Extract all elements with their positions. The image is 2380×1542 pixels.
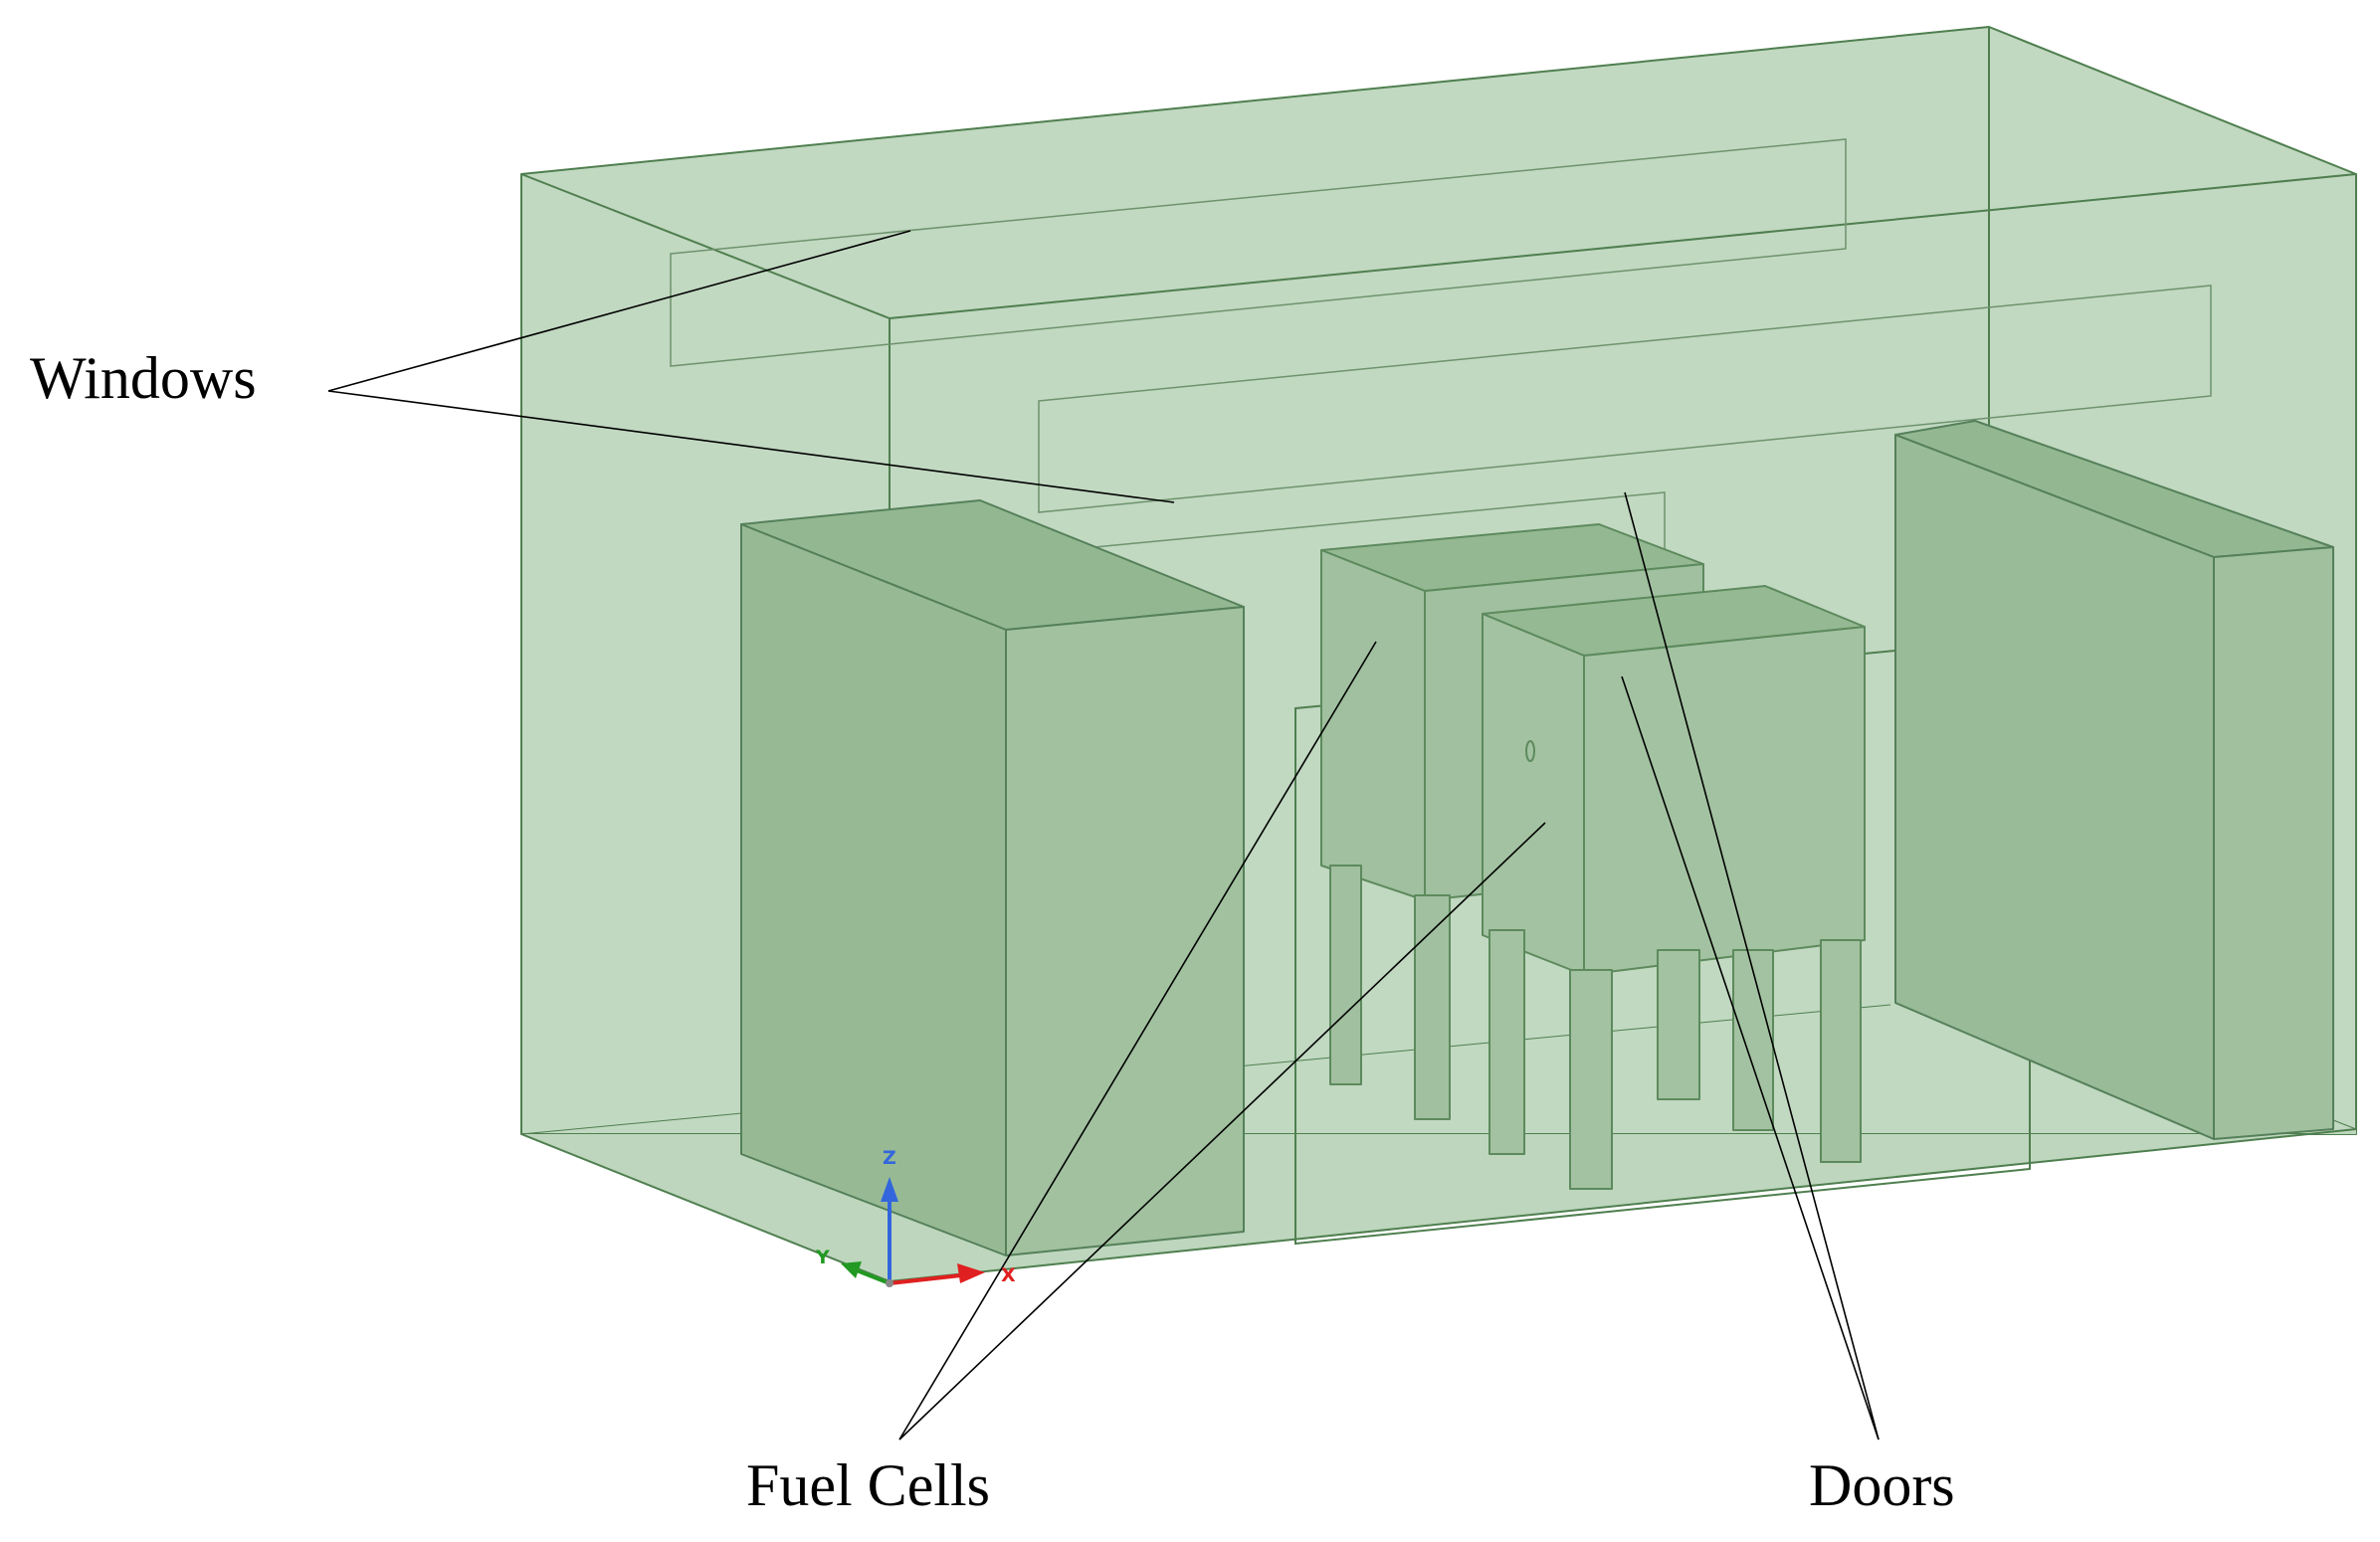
window-front — [1038, 285, 2212, 513]
left-cabinet-side — [740, 523, 1007, 1256]
fuel-cell-front-leg — [1657, 949, 1700, 1100]
x-axis-label: X — [1001, 1264, 1016, 1286]
room-edge — [889, 173, 2357, 319]
room-edge — [889, 1128, 2357, 1282]
fuel-cell-front-leg — [1820, 939, 1862, 1163]
leader-doors-2 — [1621, 675, 1880, 1441]
axis-origin — [886, 1279, 893, 1287]
axis-triad: X Y Z — [815, 1147, 1016, 1287]
fuel-cell-port — [1525, 740, 1535, 762]
room-edge — [520, 1133, 891, 1282]
leader-windows-1 — [327, 230, 911, 392]
right-cabinet — [1894, 420, 2334, 1140]
fuel-cell-front-body — [1482, 613, 1585, 976]
window-back — [670, 138, 1847, 367]
leader-doors-1 — [1624, 491, 1880, 1441]
window-lower — [1093, 491, 1666, 557]
room-edge — [520, 173, 891, 319]
windows-label: Windows — [30, 345, 257, 411]
fuel-cell-front-leg — [1488, 929, 1525, 1155]
left-cabinet — [740, 499, 1245, 1256]
z-axis-label: Z — [883, 1147, 896, 1169]
leader-lines — [327, 230, 1880, 1441]
fuel-cell-front — [1482, 585, 1866, 1190]
fuel-cell-front-leg — [1732, 949, 1774, 1131]
leader-fuel-2 — [898, 822, 1546, 1441]
fuel-cell-back-leg — [1329, 865, 1362, 1085]
leader-fuel-1 — [898, 641, 1377, 1441]
right-cabinet-front — [2213, 546, 2334, 1140]
windows — [670, 138, 2212, 557]
leader-windows-2 — [327, 390, 1175, 503]
doors-label: Doors — [1809, 1452, 1955, 1518]
x-axis-arrowhead — [957, 1263, 985, 1283]
y-axis-arrowhead — [841, 1261, 862, 1278]
fuel-cells-label: Fuel Cells — [746, 1452, 991, 1518]
fuel-cell-front-leg — [1569, 969, 1613, 1190]
z-axis-arrowhead — [881, 1177, 898, 1202]
x-axis-arrow — [889, 1272, 971, 1285]
fuel-cell-back-leg — [1414, 894, 1451, 1120]
left-cabinet-front — [1005, 606, 1245, 1256]
y-axis-label: Y — [815, 1247, 830, 1268]
fuel-cell-front-body-front — [1583, 626, 1866, 976]
fuel-cell-back-body — [1320, 549, 1426, 901]
